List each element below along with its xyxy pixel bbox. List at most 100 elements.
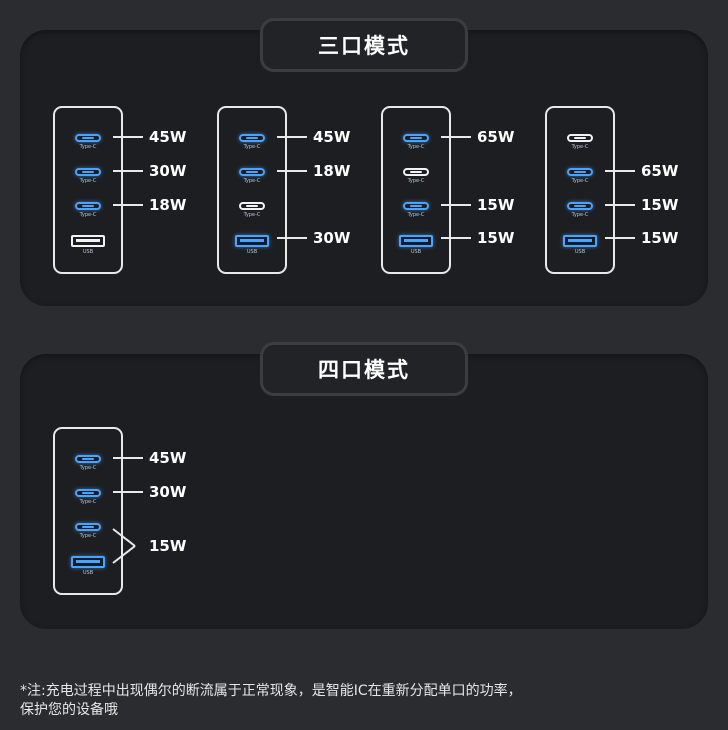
leader-line [113, 136, 143, 138]
port-type-label: Type-C [79, 212, 97, 218]
port-type-label: USB [82, 570, 94, 576]
leader-line [277, 170, 307, 172]
port-type-label: Type-C [571, 178, 589, 184]
port-type-label: Type-C [243, 144, 261, 150]
bracket-line-lower [112, 545, 136, 564]
port-type-label: Type-C [243, 212, 261, 218]
port-power-output: 45W [149, 449, 187, 467]
usb-a-icon [563, 235, 597, 247]
port-type-label: Type-C [79, 144, 97, 150]
usb-a-icon [71, 235, 105, 247]
usb-c-icon [567, 202, 593, 210]
usb-a-icon [235, 235, 269, 247]
usb-c-icon [75, 202, 101, 210]
usb-a-icon [71, 556, 105, 568]
port-power-output: 30W [313, 229, 351, 247]
leader-line [113, 170, 143, 172]
footnote-line-2: 保护您的设备哦 [20, 702, 118, 718]
type-c-port-1: Type-C [547, 134, 613, 150]
bracket-line-upper [112, 528, 136, 547]
usb-c-icon [75, 168, 101, 176]
port-power-output: 15W [641, 196, 679, 214]
leader-line [113, 204, 143, 206]
usb-c-icon [75, 523, 101, 531]
port-type-label: USB [246, 249, 258, 255]
leader-line [113, 491, 143, 493]
charger-three-1: Type-C Type-C Type-C USB [53, 106, 123, 274]
leader-line [605, 170, 635, 172]
usb-c-icon [567, 168, 593, 176]
leader-line [113, 457, 143, 459]
usb-c-icon [75, 455, 101, 463]
usb-c-icon [403, 168, 429, 176]
charger-three-2: Type-C Type-C Type-C USB [217, 106, 287, 274]
type-c-port-2: Type-C [219, 168, 285, 184]
usb-c-icon [239, 168, 265, 176]
usb-c-icon [239, 202, 265, 210]
port-power-output: 45W [313, 128, 351, 146]
port-type-label: Type-C [571, 212, 589, 218]
port-power-output: 15W [477, 196, 515, 214]
usb-c-icon [75, 134, 101, 142]
usb-a-port-4: USB [219, 235, 285, 255]
port-power-output: 65W [641, 162, 679, 180]
port-type-label: USB [410, 249, 422, 255]
type-c-port-2: Type-C [55, 489, 121, 505]
leader-line [277, 237, 307, 239]
charger-three-3: Type-C Type-C Type-C USB [381, 106, 451, 274]
three-port-mode-title: 三口模式 [260, 18, 468, 72]
type-c-port-1: Type-C [55, 455, 121, 471]
type-c-port-1: Type-C [383, 134, 449, 150]
port-type-label: Type-C [79, 178, 97, 184]
port-type-label: Type-C [79, 533, 97, 539]
type-c-port-3: Type-C [383, 202, 449, 218]
type-c-port-1: Type-C [55, 134, 121, 150]
type-c-port-3: Type-C [55, 523, 121, 539]
leader-line [441, 237, 471, 239]
usb-c-icon [403, 134, 429, 142]
footnote: *注:充电过程中出现偶尔的断流属于正常现象，是智能IC在重新分配单口的功率， 保… [20, 682, 700, 720]
three-port-mode-panel: 三口模式 [20, 18, 708, 306]
leader-line [441, 136, 471, 138]
usb-c-icon [75, 489, 101, 497]
port-type-label: Type-C [79, 465, 97, 471]
leader-line [277, 136, 307, 138]
leader-line [441, 204, 471, 206]
port-type-label: Type-C [407, 178, 425, 184]
shared-power-output: 15W [149, 537, 187, 555]
port-power-output: 45W [149, 128, 187, 146]
usb-a-port-4: USB [547, 235, 613, 255]
usb-a-port-4: USB [55, 556, 121, 576]
type-c-port-2: Type-C [55, 168, 121, 184]
type-c-port-1: Type-C [219, 134, 285, 150]
usb-a-icon [399, 235, 433, 247]
usb-c-icon [403, 202, 429, 210]
port-type-label: USB [574, 249, 586, 255]
port-power-output: 30W [149, 483, 187, 501]
leader-line [605, 204, 635, 206]
usb-c-icon [567, 134, 593, 142]
port-type-label: Type-C [79, 499, 97, 505]
charger-three-4: Type-C Type-C Type-C USB [545, 106, 615, 274]
usb-a-port-4: USB [383, 235, 449, 255]
port-type-label: Type-C [243, 178, 261, 184]
usb-a-port-4: USB [55, 235, 121, 255]
footnote-line-1: *注:充电过程中出现偶尔的断流属于正常现象，是智能IC在重新分配单口的功率， [20, 683, 522, 699]
port-power-output: 30W [149, 162, 187, 180]
port-power-output: 15W [641, 229, 679, 247]
type-c-port-3: Type-C [547, 202, 613, 218]
type-c-port-3: Type-C [55, 202, 121, 218]
port-type-label: Type-C [571, 144, 589, 150]
port-power-output: 18W [149, 196, 187, 214]
type-c-port-2: Type-C [383, 168, 449, 184]
port-power-output: 65W [477, 128, 515, 146]
port-type-label: Type-C [407, 212, 425, 218]
port-power-output: 15W [477, 229, 515, 247]
leader-line [605, 237, 635, 239]
port-power-output: 18W [313, 162, 351, 180]
charger-four-1: Type-C Type-C Type-C USB [53, 427, 123, 595]
four-port-mode-title: 四口模式 [260, 342, 468, 396]
port-type-label: Type-C [407, 144, 425, 150]
four-port-mode-panel: 四口模式 [20, 342, 708, 629]
